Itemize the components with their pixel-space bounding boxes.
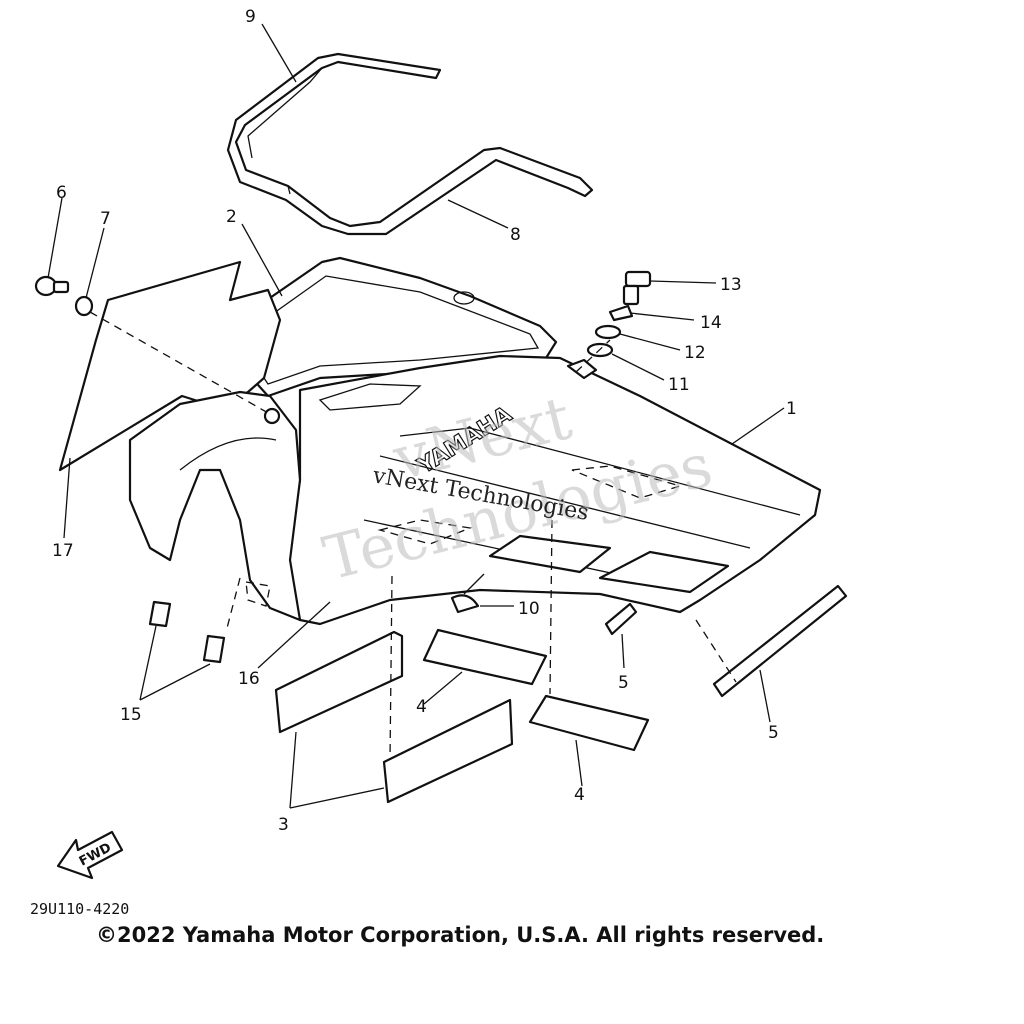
part-side-panel <box>58 260 282 472</box>
part-hood <box>284 354 822 626</box>
callout-17: 17 <box>52 541 74 561</box>
callout-12: 12 <box>684 343 706 363</box>
part-washer-7 <box>74 295 94 317</box>
assembly-lines <box>225 339 737 761</box>
leader-lines <box>47 23 785 809</box>
part-strips-3 <box>274 630 514 804</box>
callout-5b: 5 <box>768 723 779 743</box>
forward-arrow-icon: FWD <box>56 830 124 880</box>
callout-4a: 4 <box>416 697 427 717</box>
callout-6: 6 <box>56 183 67 203</box>
callout-14: 14 <box>700 313 722 333</box>
callout-5a: 5 <box>618 673 629 693</box>
part-trim-frame <box>226 52 594 236</box>
part-bars-5 <box>604 584 848 698</box>
copyright-notice: ©2022 Yamaha Motor Corporation, U.S.A. A… <box>96 923 824 947</box>
part-bolt-13 <box>622 270 717 306</box>
part-washer-12 <box>594 324 681 351</box>
callout-15: 15 <box>120 705 142 725</box>
part-clip-14 <box>608 304 695 322</box>
callout-labels: 9 8 6 7 2 13 14 12 11 1 17 10 16 15 4 5 … <box>52 7 797 835</box>
callout-9: 9 <box>245 7 256 27</box>
part-screw-6 <box>34 275 70 297</box>
drawing-code: 29U110-4220 <box>30 900 129 918</box>
callout-16: 16 <box>238 669 260 689</box>
callout-2: 2 <box>226 207 237 227</box>
part-grommet-10 <box>450 573 514 614</box>
callout-4b: 4 <box>574 785 585 805</box>
part-pads-15 <box>148 600 226 664</box>
callout-11: 11 <box>668 375 690 395</box>
part-grommet-11 <box>566 342 665 381</box>
part-nose <box>128 390 302 622</box>
callout-1: 1 <box>786 399 797 419</box>
callout-8: 8 <box>510 225 521 245</box>
callout-3: 3 <box>278 815 289 835</box>
callout-7: 7 <box>100 209 111 229</box>
callout-10: 10 <box>518 599 540 619</box>
callout-13: 13 <box>720 275 742 295</box>
part-pads-4 <box>422 628 650 752</box>
